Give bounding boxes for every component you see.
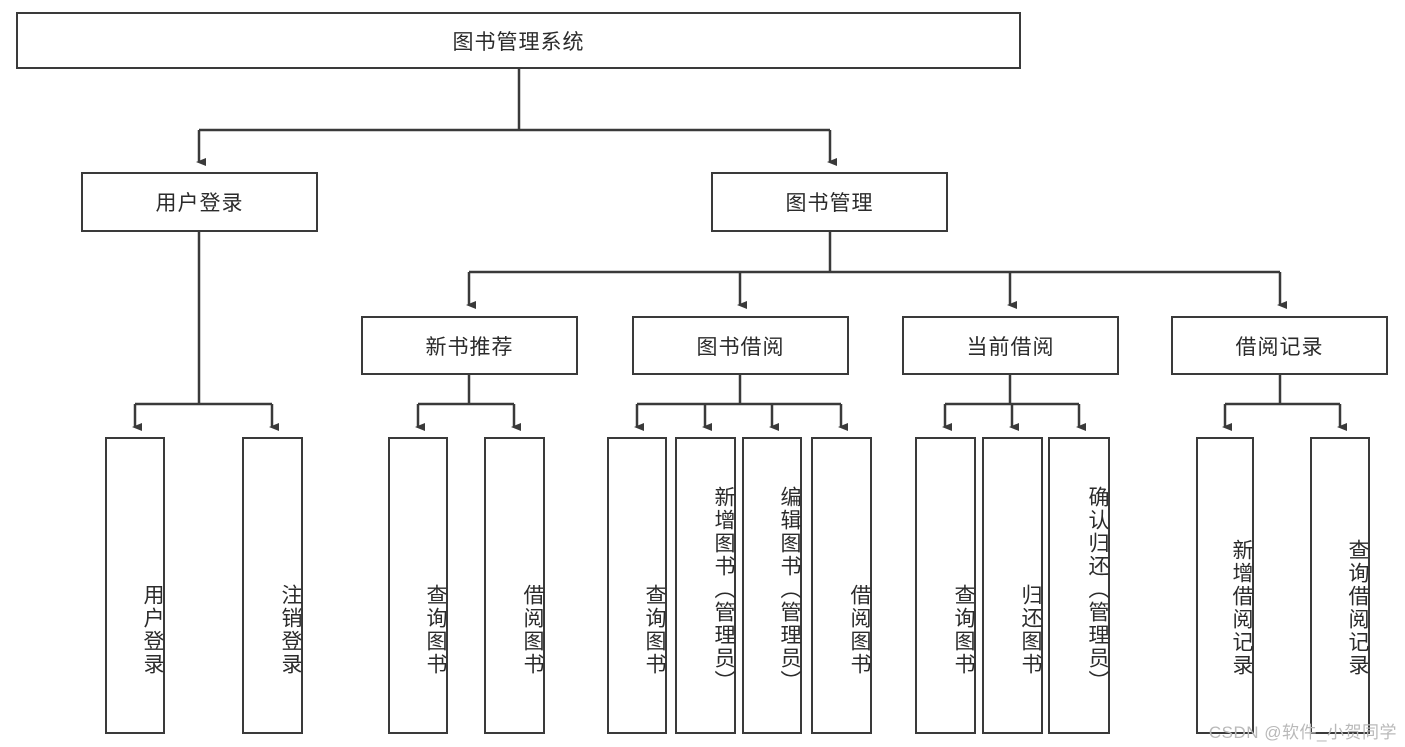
node-label: 借阅记录 bbox=[1235, 335, 1324, 359]
leaf-borrow-record-query-record[interactable]: 查询借阅记录 bbox=[1310, 437, 1370, 734]
node-label: 查询借阅记录 bbox=[1346, 538, 1369, 677]
leaf-new-book-query-book[interactable]: 查询图书 bbox=[388, 437, 448, 734]
node-label: 查询图书 bbox=[643, 583, 666, 676]
leaf-borrow-record-add-record[interactable]: 新增借阅记录 bbox=[1196, 437, 1254, 734]
node-label: 新增图书（管理员） bbox=[712, 486, 735, 693]
node-label: 注销登录 bbox=[279, 583, 302, 676]
leaf-current-borrow-query-book[interactable]: 查询图书 bbox=[915, 437, 976, 734]
node-label: 图书管理 bbox=[785, 192, 874, 215]
leaf-book-borrow-borrow-book[interactable]: 借阅图书 bbox=[811, 437, 872, 734]
leaf-new-book-borrow-book[interactable]: 借阅图书 bbox=[484, 437, 545, 734]
node-label: 编辑图书（管理员） bbox=[778, 486, 801, 693]
watermark-text: CSDN @软件_小贺同学 bbox=[1208, 723, 1397, 742]
node-label: 新书推荐 bbox=[425, 335, 514, 359]
node-label: 用户登录 bbox=[141, 583, 164, 676]
node-book-borrow[interactable]: 图书借阅 bbox=[632, 316, 849, 375]
node-label: 借阅图书 bbox=[521, 583, 544, 676]
node-label: 图书管理系统 bbox=[452, 30, 585, 54]
node-new-book-recommend[interactable]: 新书推荐 bbox=[361, 316, 578, 375]
node-label: 当前借阅 bbox=[966, 335, 1055, 359]
leaf-book-borrow-add-book-admin[interactable]: 新增图书（管理员） bbox=[675, 437, 736, 734]
node-label: 借阅图书 bbox=[848, 583, 871, 676]
node-borrow-record[interactable]: 借阅记录 bbox=[1171, 316, 1388, 375]
node-label: 用户登录 bbox=[155, 192, 244, 215]
node-label: 新增借阅记录 bbox=[1230, 538, 1253, 677]
node-user-login[interactable]: 用户登录 bbox=[81, 172, 318, 232]
node-label: 图书借阅 bbox=[696, 335, 785, 359]
node-label: 归还图书 bbox=[1019, 583, 1042, 676]
node-label: 查询图书 bbox=[424, 583, 447, 676]
node-label: 查询图书 bbox=[952, 583, 975, 676]
node-label: 确认归还（管理员） bbox=[1086, 486, 1109, 693]
leaf-book-borrow-query-book[interactable]: 查询图书 bbox=[607, 437, 667, 734]
node-book-management[interactable]: 图书管理 bbox=[711, 172, 948, 232]
leaf-current-borrow-confirm-return-admin[interactable]: 确认归还（管理员） bbox=[1048, 437, 1110, 734]
leaf-user-login-login[interactable]: 用户登录 bbox=[105, 437, 165, 734]
leaf-user-login-logout[interactable]: 注销登录 bbox=[242, 437, 303, 734]
node-root-book-management-system[interactable]: 图书管理系统 bbox=[16, 12, 1021, 69]
leaf-current-borrow-return-book[interactable]: 归还图书 bbox=[982, 437, 1043, 734]
node-current-borrow[interactable]: 当前借阅 bbox=[902, 316, 1119, 375]
leaf-book-borrow-edit-book-admin[interactable]: 编辑图书（管理员） bbox=[742, 437, 802, 734]
